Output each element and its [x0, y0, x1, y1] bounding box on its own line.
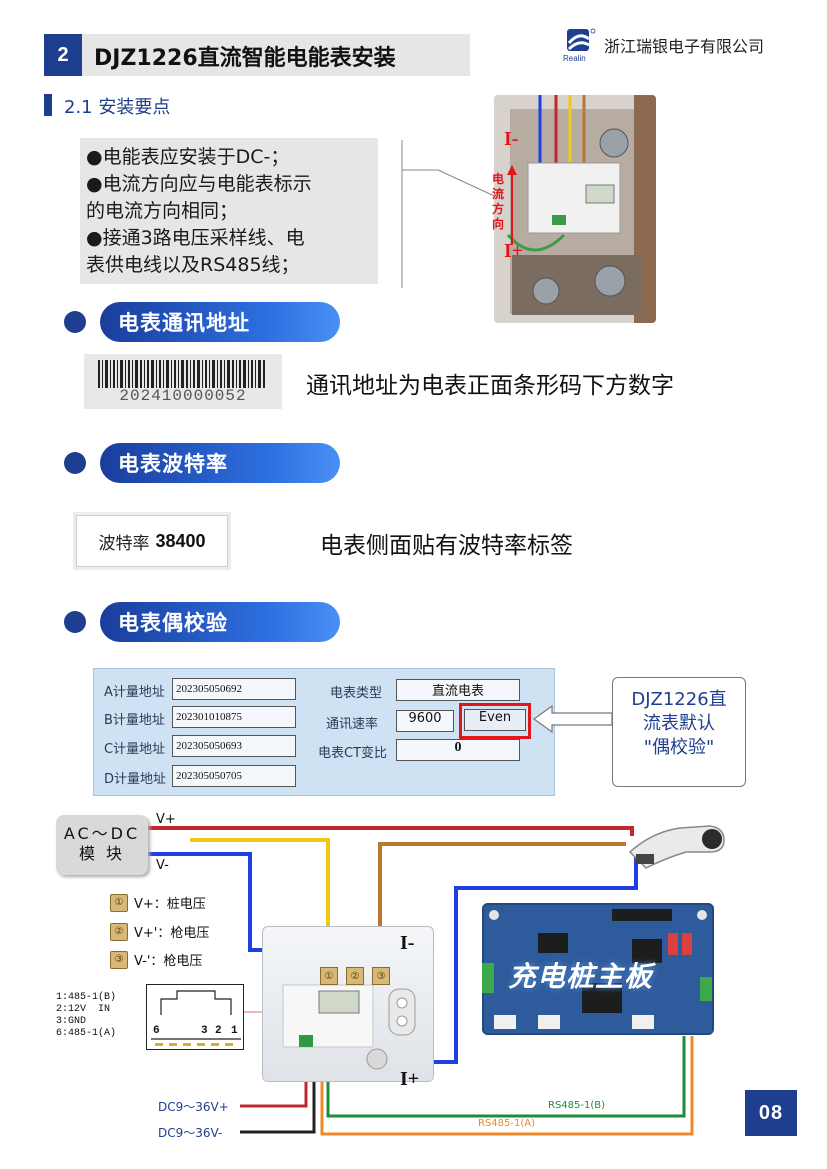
d-address-field[interactable]: 202305050705 — [172, 765, 296, 787]
heading-comm-address: 电表通讯地址 — [100, 302, 340, 342]
note-line: 的电流方向相同； — [86, 200, 239, 222]
dc-minus-label: DC9～36V- — [158, 1126, 223, 1140]
baud-label-value: 38400 — [155, 530, 206, 551]
heading-baud-rate: 电表波特率 — [100, 443, 340, 483]
baud-rate-label: 波特率 38400 — [76, 515, 228, 567]
legend-text: V+：桩电压 — [134, 897, 206, 912]
legend-text: V+'：枪电压 — [134, 926, 210, 941]
d-address-label: D计量地址 — [104, 772, 167, 787]
meter-terminal: ③ — [372, 967, 390, 985]
note-line: 表供电线以及RS485线； — [86, 254, 300, 276]
a-address-field[interactable]: 202305050692 — [172, 678, 296, 700]
v-plus-label: V+ — [156, 812, 176, 827]
note-line: ●电流方向应与电能表标示 — [86, 173, 312, 195]
dc-meter-drawing — [282, 984, 416, 1070]
note-line: ●接通3路电压采样线、电 — [86, 227, 305, 249]
section-number: 2 — [44, 34, 82, 76]
installation-photo-drawing — [494, 95, 656, 323]
legend-item: ② V+'：枪电压 — [110, 922, 209, 941]
a-address-label: A计量地址 — [104, 685, 165, 700]
page-number: 08 — [745, 1090, 797, 1136]
rj45-outline — [151, 990, 241, 1046]
current-dir-char: 向 — [492, 217, 505, 231]
comm-rate-field[interactable]: 9600 — [396, 710, 454, 732]
current-dir-char: 方 — [492, 202, 505, 216]
ct-ratio-label: 电表CT变比 — [318, 746, 388, 761]
rj45-connector: 6 3 2 1 — [146, 984, 244, 1050]
meter-type-field[interactable]: 直流电表 — [396, 679, 520, 701]
legend-item: ③ V-'：枪电压 — [110, 950, 202, 969]
parity-callout: DJZ1226直 流表默认 "偶校验" — [612, 677, 746, 787]
meter-terminal: ② — [346, 967, 364, 985]
barcode-image: 202410000052 — [84, 354, 282, 409]
baud-description: 电表侧面贴有波特率标签 — [320, 533, 573, 559]
company-logo-icon — [567, 28, 596, 51]
current-dir-char: 流 — [492, 187, 505, 201]
wiring-i-plus: I+ — [400, 1068, 420, 1090]
rj45-pinout: 1:485-1(B) 2:12V IN 3:GND 6:485-1(A) — [56, 992, 117, 1039]
mainboard-drawing — [482, 909, 712, 1029]
mainboard-title: 充电桩主板 — [508, 960, 654, 993]
wiring-i-minus: I- — [400, 932, 415, 954]
section-title: 2.1 安装要点 — [64, 97, 171, 118]
photo-i-plus: I+ — [504, 240, 524, 262]
page-title: DJZ1226直流智能电能表安装 — [94, 46, 396, 71]
dc-meter — [262, 926, 434, 1082]
rj-pin-number: 1 — [231, 1025, 238, 1037]
bullet-dot — [64, 452, 86, 474]
legend-item: ① V+：桩电压 — [110, 893, 206, 912]
company-name: 浙江瑞银电子有限公司 — [604, 37, 765, 56]
rj-pin-number: 3 — [201, 1025, 208, 1037]
legend-num: ③ — [110, 950, 128, 969]
legend-text: V-'：枪电压 — [134, 954, 203, 969]
callout-line-text: DJZ1226直 — [631, 689, 727, 710]
bullet-dot — [64, 611, 86, 633]
note-line: ●电能表应安装于DC-； — [86, 146, 290, 168]
current-dir-char: 电 — [492, 172, 505, 186]
address-description: 通讯地址为电表正面条形码下方数字 — [306, 373, 674, 399]
ac-dc-line: AC～DC — [63, 824, 141, 843]
parity-highlight — [459, 703, 531, 739]
installation-notes: ●电能表应安装于DC-； ●电流方向应与电能表标示 的电流方向相同； ●接通3路… — [80, 138, 378, 284]
comm-rate-label: 通讯速率 — [326, 717, 379, 732]
callout-line — [401, 140, 504, 288]
rj-pin-number: 6 — [153, 1025, 160, 1037]
rs485-a-label: RS485-1(A) — [478, 1118, 535, 1129]
callout-line-text: 流表默认 — [643, 713, 715, 734]
rj-pin-number: 2 — [215, 1025, 222, 1037]
c-address-field[interactable]: 202305050693 — [172, 735, 296, 757]
meter-type-label: 电表类型 — [330, 686, 383, 701]
brand-sub: Realin — [563, 54, 586, 63]
rs485-b-label: RS485-1(B) — [548, 1100, 606, 1111]
callout-line-text: "偶校验" — [643, 737, 715, 758]
parity-field[interactable]: Even — [464, 709, 526, 731]
ac-dc-line: 模 块 — [78, 844, 126, 863]
legend-num: ① — [110, 893, 128, 912]
heading-parity: 电表偶校验 — [100, 602, 340, 642]
arrow-left-icon — [532, 704, 613, 734]
legend-num: ② — [110, 922, 128, 941]
ac-dc-module: AC～DC 模 块 — [56, 815, 148, 875]
meter-terminals: ① ② ③ — [320, 967, 390, 985]
baud-label-text: 波特率 — [98, 533, 150, 554]
meter-terminal: ① — [320, 967, 338, 985]
wiring-lines — [148, 826, 694, 1136]
b-address-field[interactable]: 202301010875 — [172, 706, 296, 728]
section-marker — [44, 94, 52, 116]
ct-ratio-field[interactable]: 0 — [396, 739, 520, 761]
installation-photo — [494, 95, 656, 323]
charger-mainboard — [482, 903, 714, 1035]
barcode-bars — [98, 360, 265, 388]
v-minus-label: V- — [156, 858, 169, 873]
c-address-label: C计量地址 — [104, 742, 166, 757]
dc-plus-label: DC9～36V+ — [158, 1100, 229, 1114]
charging-gun-icon — [628, 825, 725, 869]
photo-i-minus: I- — [504, 128, 519, 150]
b-address-label: B计量地址 — [104, 713, 165, 728]
barcode-number: 202410000052 — [119, 387, 247, 405]
bullet-dot — [64, 311, 86, 333]
header-bar — [44, 34, 470, 76]
photo-current-direction: 电 流 方 向 — [492, 172, 508, 232]
